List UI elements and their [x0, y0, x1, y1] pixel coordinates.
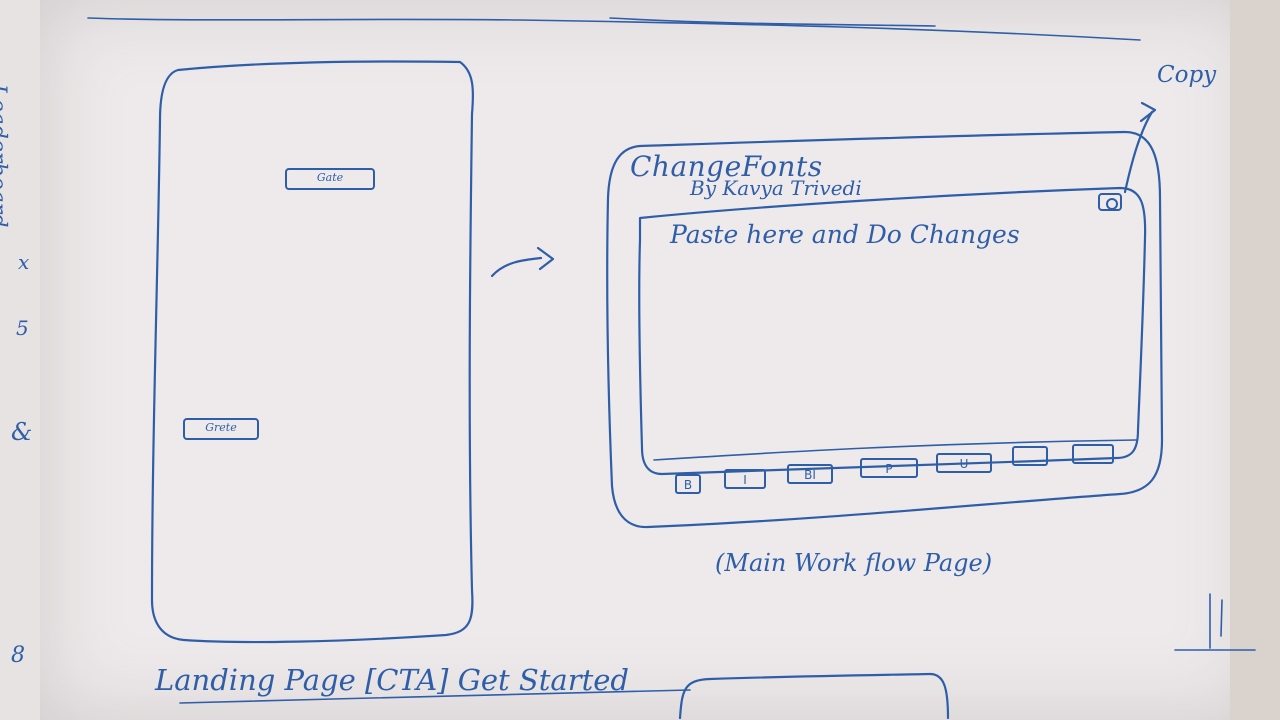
toolbar-button-7[interactable] — [1072, 444, 1114, 464]
bold-italic-button[interactable]: BI — [787, 464, 833, 484]
landing-cta-mid[interactable]: Grete — [183, 418, 259, 440]
editor-placeholder[interactable]: Paste here and Do Changes — [670, 220, 1020, 249]
workflow-editor-frame — [638, 186, 1147, 476]
workflow-outer-frame — [606, 130, 1164, 529]
paper-sheet — [40, 0, 1260, 720]
right-paper-edge — [1230, 0, 1280, 720]
bold-button[interactable]: B — [675, 474, 701, 494]
copy-label: Copy — [1157, 62, 1217, 88]
copy-callout-line — [1123, 110, 1154, 194]
copy-callout-arrowhead — [1139, 101, 1157, 123]
margin-note-3: & — [11, 418, 33, 446]
margin-note-4: 8 — [11, 643, 25, 668]
toolbar-divider — [653, 439, 1137, 461]
paragraph-button[interactable]: P — [860, 458, 918, 478]
landing-to-workflow-arrow — [490, 256, 543, 278]
landing-cta-top[interactable]: Gate — [285, 168, 375, 190]
margin-note-0: Leaderboard — [0, 84, 10, 228]
toolbar-button-6[interactable] — [1012, 446, 1048, 466]
landing-page-frame — [150, 60, 475, 644]
workflow-byline: By Kavya Trivedi — [690, 176, 862, 200]
next-page-sketch — [678, 672, 950, 720]
margin-note-1: x — [18, 250, 30, 274]
workflow-title: ChangeFonts — [630, 150, 823, 183]
right-mark-2 — [1220, 599, 1223, 637]
workflow-caption: (Main Work flow Page) — [715, 549, 993, 577]
copy-icon[interactable] — [1098, 193, 1122, 211]
underline-button[interactable]: U — [936, 453, 992, 473]
margin-note-2: 5 — [16, 316, 29, 340]
top-ruled-line-2 — [609, 17, 936, 27]
italic-button[interactable]: I — [724, 469, 766, 489]
landing-to-workflow-arrowhead — [536, 246, 555, 271]
landing-caption: Landing Page [CTA] Get Started — [155, 663, 629, 697]
top-ruled-line — [87, 17, 1141, 41]
bottom-ruled-line — [179, 689, 691, 704]
